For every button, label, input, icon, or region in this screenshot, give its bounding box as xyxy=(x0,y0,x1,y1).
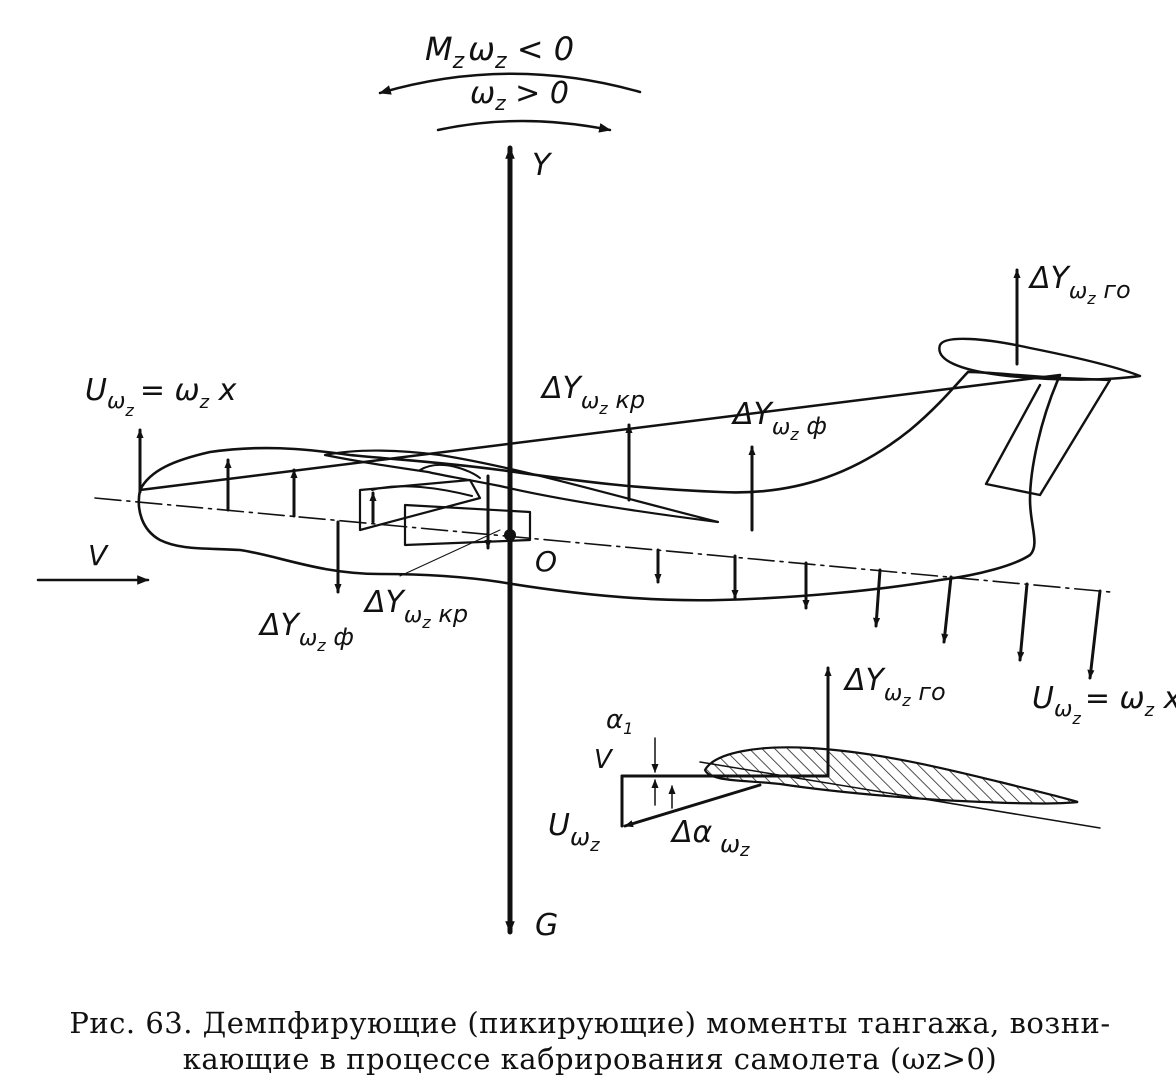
fuselage-outline xyxy=(137,370,1062,602)
airfoil-resultant-arrow xyxy=(623,783,762,828)
center-of-gravity xyxy=(504,529,516,541)
dy-go-airfoil-label: ΔYωz го xyxy=(843,663,946,710)
axis-g-label: G xyxy=(535,908,558,943)
airfoil-section xyxy=(703,746,1079,805)
dy-kr-bottom-label: ΔYωz кр xyxy=(363,585,468,632)
chord-line xyxy=(699,761,1101,829)
axis-y-label: Y xyxy=(532,148,553,183)
arrow-down-7 xyxy=(1087,589,1102,680)
leader-line xyxy=(399,529,501,577)
wing-outline xyxy=(323,449,720,524)
dy-f-top-label: ΔYωz ф xyxy=(731,397,827,444)
arrow-down-5 xyxy=(941,575,953,644)
arrow-down-4 xyxy=(872,568,882,628)
dy-kr-top-label: ΔYωz кр xyxy=(540,371,645,418)
figure-caption: Рис. 63. Демпфирующие (пикирующие) момен… xyxy=(20,1005,1160,1077)
caption-line-2: кающие в процессе кабрирования самолета … xyxy=(182,1042,998,1076)
rotation-arc xyxy=(436,119,612,133)
dy-f-bottom-label: ΔYωz ф xyxy=(258,608,354,655)
arrow-down-6 xyxy=(1017,582,1029,662)
horizontal-stabilizer xyxy=(938,337,1142,381)
longitudinal-axis xyxy=(94,497,1111,593)
dalpha-label: Δα ωz xyxy=(670,815,750,861)
omega-label: ωz > 0 xyxy=(470,76,569,115)
engine-nacelle xyxy=(358,478,482,532)
moment-arc xyxy=(378,72,642,95)
u-right-label: Uωz= ωz x xyxy=(1032,681,1176,728)
u-small-label: Uωz xyxy=(548,808,600,856)
caption-line-1: Рис. 63. Демпфирующие (пикирующие) момен… xyxy=(69,1006,1111,1040)
v-small-label: V xyxy=(594,745,614,775)
alpha1-label: α1 xyxy=(606,705,633,738)
dy-go-top-label: ΔYωz го xyxy=(1028,261,1131,308)
origin-label: O xyxy=(535,545,557,578)
velocity-label: V xyxy=(88,539,109,572)
u-left-label: Uωz= ωz x xyxy=(85,373,237,420)
